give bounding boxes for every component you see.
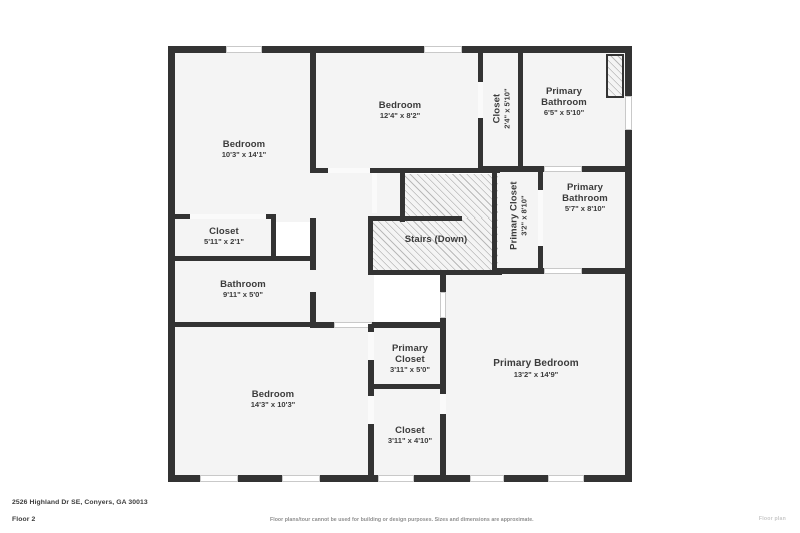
wall-stairs-west [368,216,373,274]
wall-primary-closet-e-east-b [538,246,543,272]
outer-wall-left [168,46,175,482]
brand-label: Floor plan [758,516,786,522]
primary-closet-e-door-opening [538,190,543,246]
room-fill-bedroom-nw [172,50,316,222]
closet-w-door-opening [190,214,266,219]
primary-bedroom-door-opening [440,292,446,318]
wall-bedroom-nw-east [310,46,316,168]
window-right-1 [625,96,632,130]
wall-closet-n-east [518,50,523,172]
wall-primary-bedroom-west-c [440,414,446,480]
property-address: 2526 Highland Dr SE, Conyers, GA 30013 [12,499,148,506]
room-fill-closet-s [374,388,446,478]
bedroom-n-door-opening [328,168,370,173]
wall-primary-bedroom-west-b [440,318,446,394]
floor-plan-drawing: Bedroom 10'3" x 14'1" Bedroom 12'4" x 8'… [168,46,632,482]
outer-wall-right [625,46,632,482]
wall-stairs-nook-south [372,216,462,221]
shower-hatch [606,54,624,98]
wall-closet-w-bottom [172,256,316,261]
hall-south-door-opening [334,322,372,328]
closet-n-door-opening [478,82,483,118]
wall-hall-west-b [310,292,316,328]
window-top-1 [226,46,262,53]
room-fill-primary-closet-e [496,164,542,268]
room-fill-bedroom-sw [172,324,372,478]
room-fill-closet-n [482,50,522,166]
window-bottom-5 [548,475,584,482]
wall-hall-south [310,322,446,328]
floor-label: Floor 2 [12,516,36,523]
room-fill-hall [314,170,374,326]
disclaimer-text: Floor plans/tour cannot be used for buil… [270,517,534,523]
room-fill-stairs-nook [372,170,404,220]
stairs-hatch-upper [404,174,498,218]
wall-closet-w-east [271,214,276,260]
wall-primary-closet-e-west [492,168,497,274]
primary-bath-e-door-opening [544,268,582,274]
wall-bathroom-w-bottom [172,322,322,327]
window-bottom-4 [470,475,504,482]
stairs-hatch [372,216,498,272]
outer-wall-top [168,46,632,53]
wall-bedroom-n-south [310,168,500,173]
window-top-2 [424,46,462,53]
wall-primary-closet-e-east-a [538,168,543,190]
primary-bath-ne-door-opening [544,166,582,172]
wall-closet-s-top [370,384,446,389]
footer: 2526 Highland Dr SE, Conyers, GA 30013 F… [0,490,800,533]
room-fill-primary-bedroom [444,266,628,478]
window-bottom-1 [200,475,238,482]
room-fill-closet-w [172,218,276,260]
room-fill-primary-bath-e [542,164,628,268]
window-bottom-3 [378,475,414,482]
stairs-nook-opening [372,173,377,213]
wall-hall-west-a [310,258,316,270]
room-fill-primary-closet-s [374,326,446,388]
primary-bedroom-closet-gap [440,394,446,414]
wall-stairs-nook-east [400,170,405,222]
closet-s-door-opening [368,396,374,424]
room-fill-bathroom-w [172,258,316,326]
wall-stairs-south [368,270,502,275]
wall-bedroom-nw-east-lower [310,218,316,264]
primary-closet-s-door-opening [368,332,374,360]
room-fill-bedroom-n [316,50,482,172]
window-bottom-2 [282,475,320,482]
wall-primary-bedroom-west-a [440,270,446,292]
